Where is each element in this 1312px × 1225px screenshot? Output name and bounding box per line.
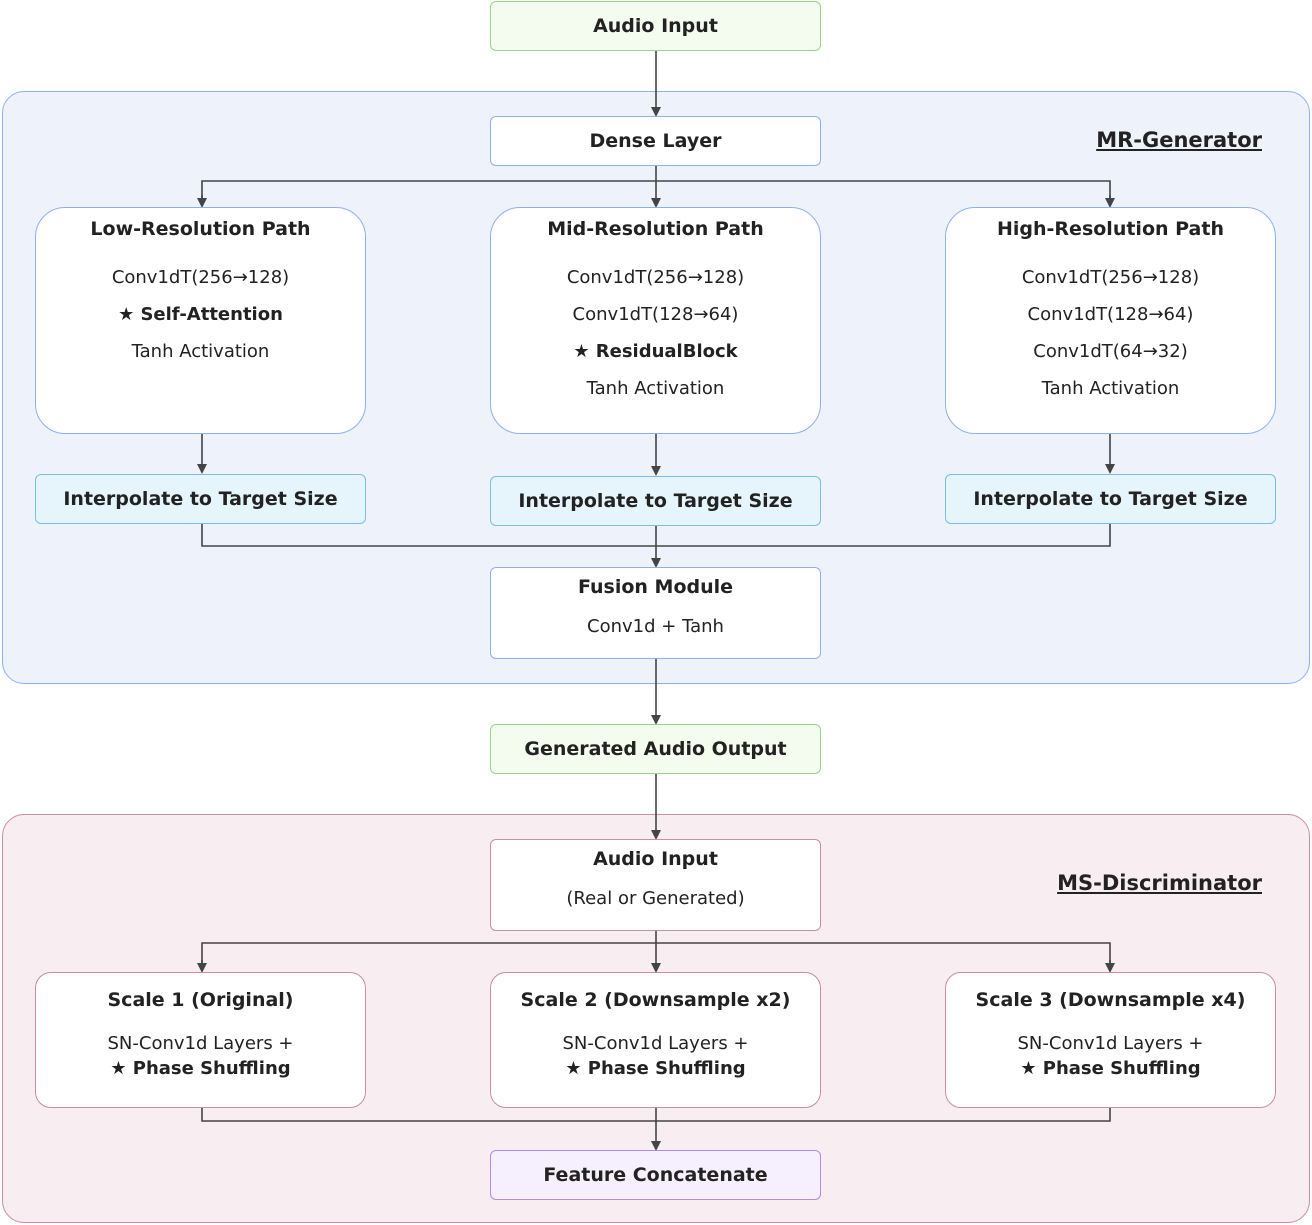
- path-layer: Conv1dT(64→32): [1033, 341, 1188, 362]
- scale-1-box: Scale 1 (Original) SN-Conv1d Layers + ★ …: [35, 972, 366, 1108]
- dense-layer-label: Dense Layer: [589, 130, 722, 152]
- path-layer: Tanh Activation: [586, 378, 725, 399]
- scale-layers: SN-Conv1d Layers +: [562, 1033, 749, 1054]
- path-layer: Conv1dT(256→128): [1021, 267, 1200, 288]
- scale-phase-shuffling: ★ Phase Shuffling: [565, 1058, 746, 1079]
- path-layer: Tanh Activation: [131, 341, 270, 362]
- discriminator-input-detail: (Real or Generated): [566, 888, 745, 909]
- scale-title: Scale 1 (Original): [107, 989, 294, 1011]
- generated-audio-output-box: Generated Audio Output: [490, 724, 821, 774]
- dense-layer-box: Dense Layer: [490, 116, 821, 166]
- path-title: High-Resolution Path: [997, 218, 1224, 240]
- fusion-module-detail: Conv1d + Tanh: [587, 616, 724, 637]
- scale-2-box: Scale 2 (Downsample x2) SN-Conv1d Layers…: [490, 972, 821, 1108]
- scale-3-box: Scale 3 (Downsample x4) SN-Conv1d Layers…: [945, 972, 1276, 1108]
- interpolate-label: Interpolate to Target Size: [63, 488, 338, 510]
- audio-input-box: Audio Input: [490, 1, 821, 51]
- interpolate-box-low: Interpolate to Target Size: [35, 474, 366, 524]
- path-layer-highlight: ★ ResidualBlock: [573, 341, 738, 362]
- scale-phase-shuffling: ★ Phase Shuffling: [110, 1058, 291, 1079]
- path-layer-highlight: ★ Self-Attention: [118, 304, 283, 325]
- path-title: Mid-Resolution Path: [547, 218, 764, 240]
- path-layer: Conv1dT(256→128): [566, 267, 745, 288]
- scale-title: Scale 3 (Downsample x4): [975, 989, 1246, 1011]
- path-layer: Conv1dT(256→128): [111, 267, 290, 288]
- scale-title: Scale 2 (Downsample x2): [520, 989, 791, 1011]
- interpolate-label: Interpolate to Target Size: [518, 490, 793, 512]
- fusion-module-box: Fusion Module Conv1d + Tanh: [490, 567, 821, 659]
- generated-audio-output-label: Generated Audio Output: [524, 738, 787, 760]
- low-resolution-path-box: Low-Resolution Path Conv1dT(256→128) ★ S…: [35, 207, 366, 434]
- scale-layers: SN-Conv1d Layers +: [1017, 1033, 1204, 1054]
- discriminator-input-title: Audio Input: [593, 848, 718, 870]
- mid-resolution-path-box: Mid-Resolution Path Conv1dT(256→128) Con…: [490, 207, 821, 434]
- feature-concatenate-label: Feature Concatenate: [543, 1164, 768, 1186]
- scale-layers: SN-Conv1d Layers +: [107, 1033, 294, 1054]
- generator-title: MR-Generator: [1096, 128, 1262, 152]
- interpolate-label: Interpolate to Target Size: [973, 488, 1248, 510]
- scale-phase-shuffling: ★ Phase Shuffling: [1020, 1058, 1201, 1079]
- feature-concatenate-box: Feature Concatenate: [490, 1150, 821, 1200]
- high-resolution-path-box: High-Resolution Path Conv1dT(256→128) Co…: [945, 207, 1276, 434]
- audio-input-label: Audio Input: [593, 15, 718, 37]
- fusion-module-title: Fusion Module: [577, 576, 734, 598]
- path-title: Low-Resolution Path: [90, 218, 311, 240]
- interpolate-box-high: Interpolate to Target Size: [945, 474, 1276, 524]
- discriminator-title: MS-Discriminator: [1057, 871, 1262, 895]
- interpolate-box-mid: Interpolate to Target Size: [490, 476, 821, 526]
- path-layer: Conv1dT(128→64): [1027, 304, 1194, 325]
- path-layer: Tanh Activation: [1041, 378, 1180, 399]
- path-layer: Conv1dT(128→64): [572, 304, 739, 325]
- discriminator-input-box: Audio Input (Real or Generated): [490, 839, 821, 931]
